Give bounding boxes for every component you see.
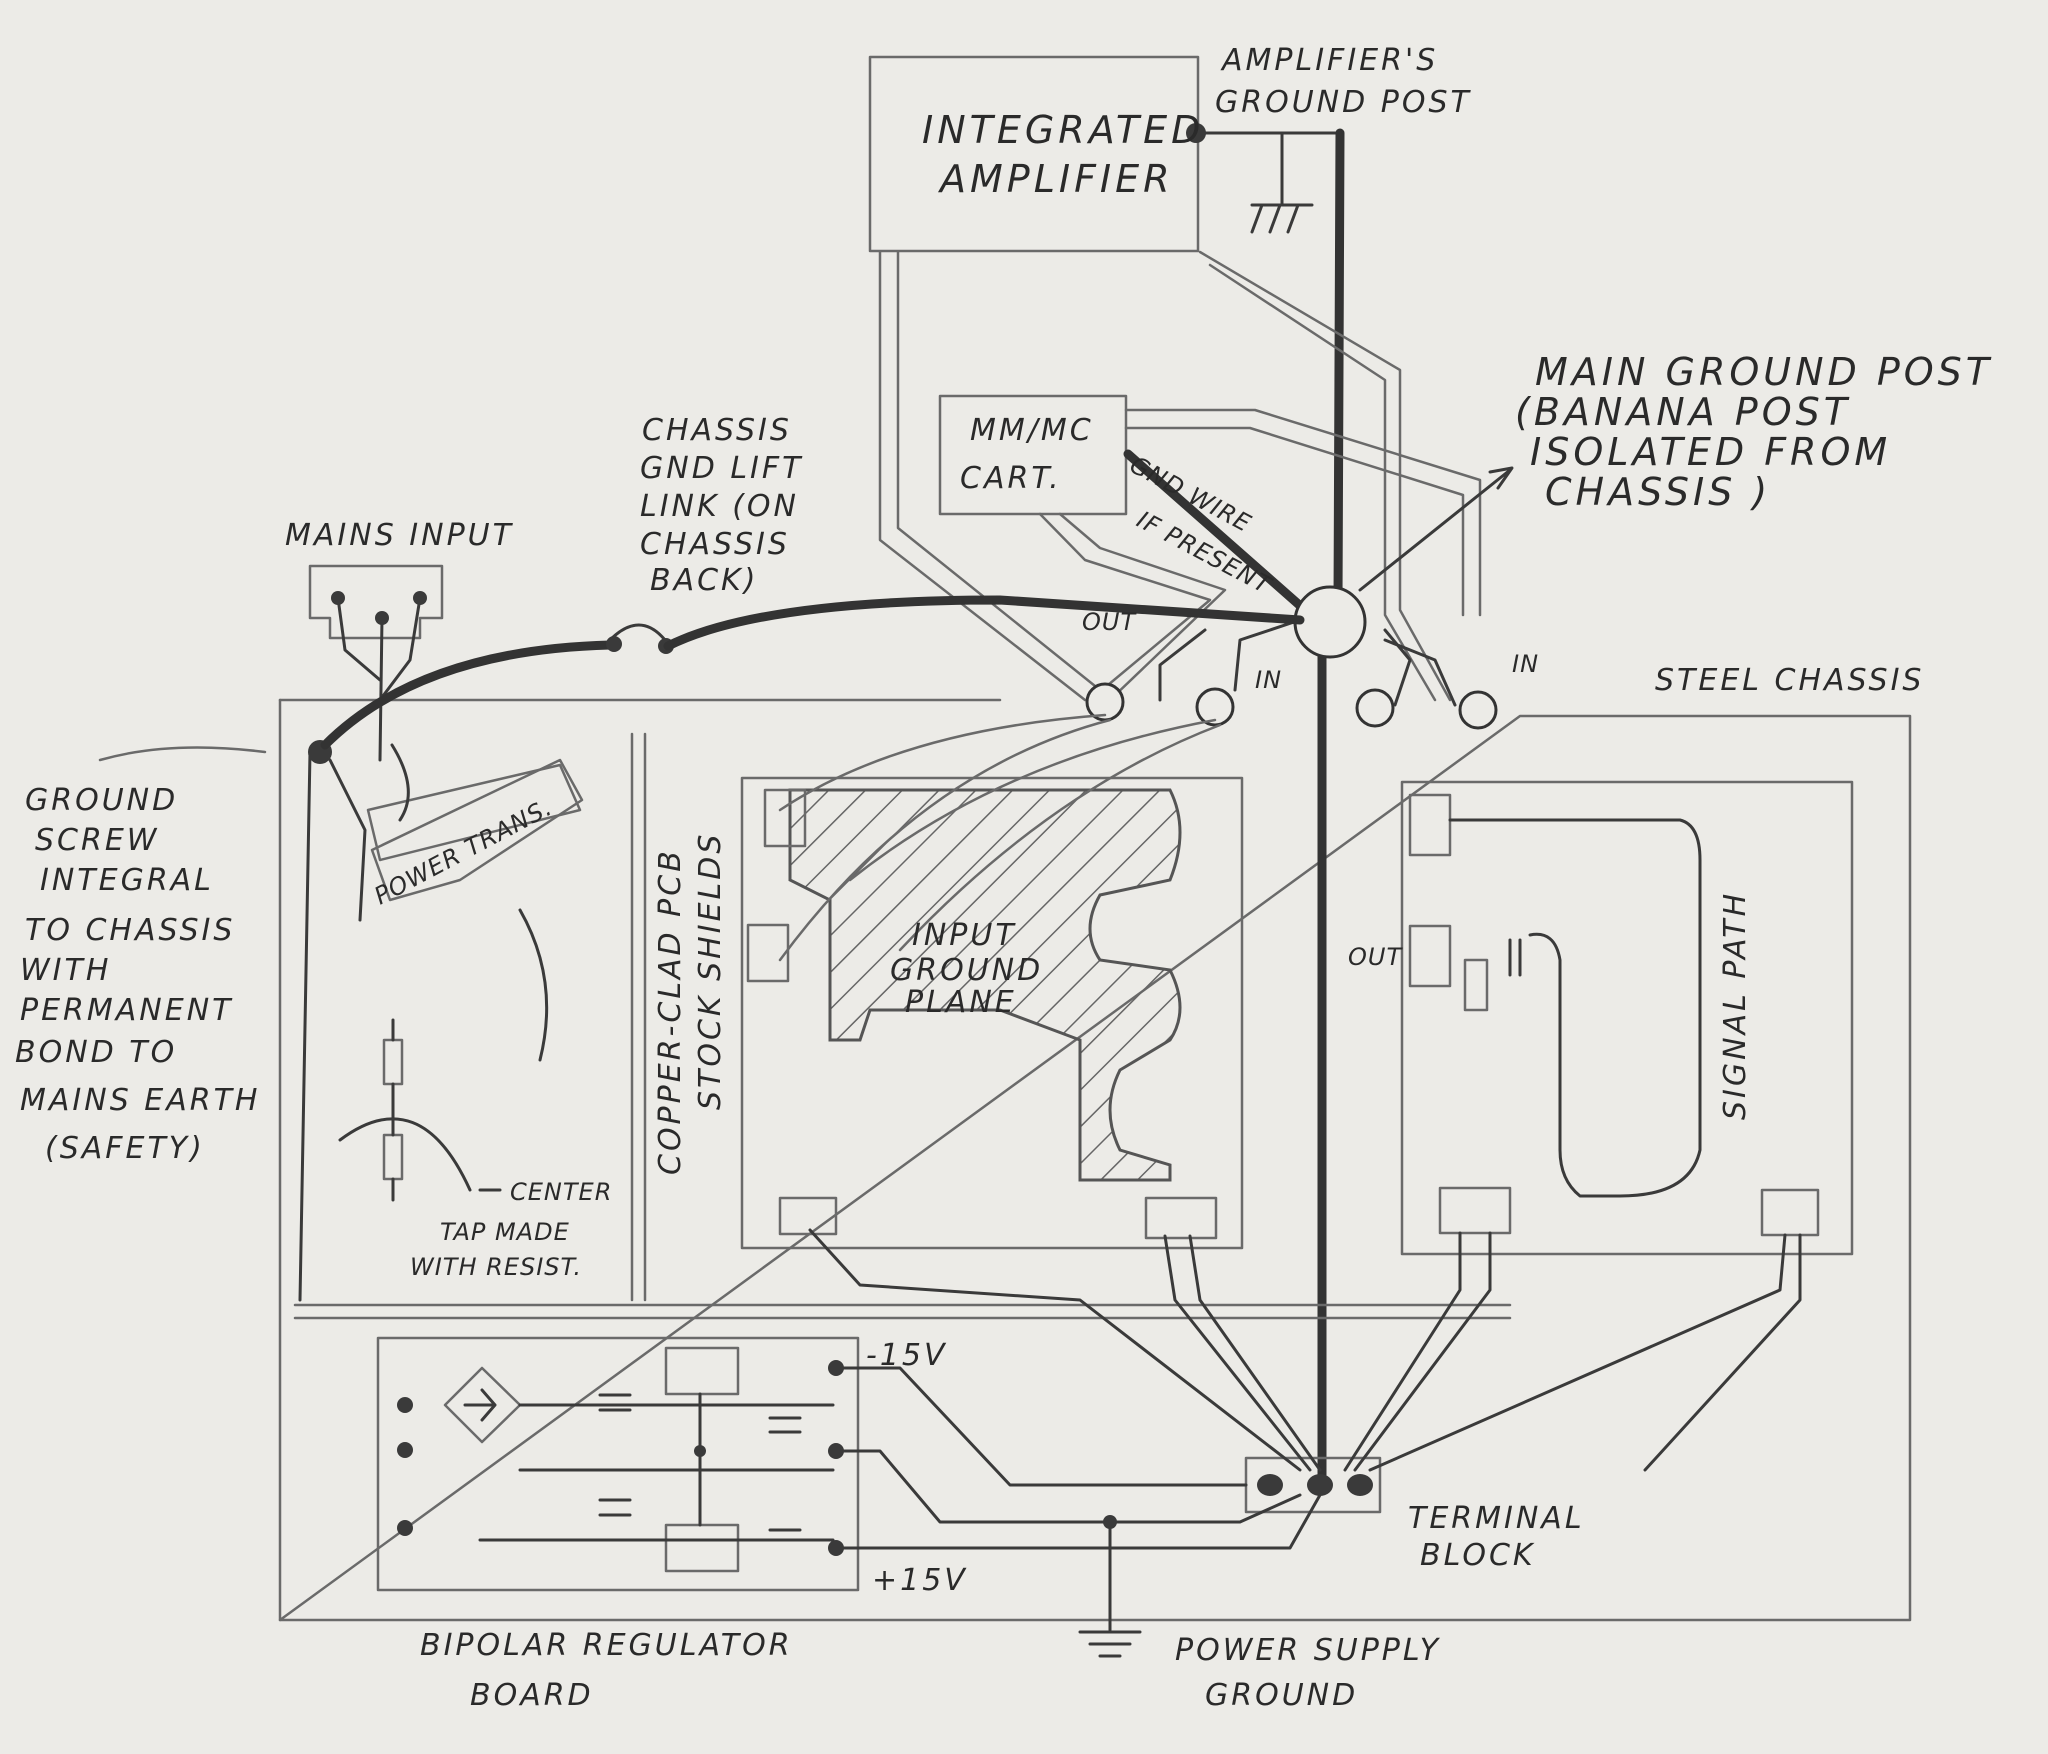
input-plane-label-3: PLANE (905, 985, 1017, 1020)
input-ground-plane (788, 788, 1182, 1182)
amp-ground-wire (1333, 128, 1345, 605)
shields-label-1: COPPER-CLAD PCB (653, 848, 688, 1175)
terminal-block (1244, 1456, 1382, 1514)
lift-label-4: CHASSIS (640, 527, 790, 562)
input-plane-label-2: GROUND (890, 953, 1043, 988)
in-right-jack[interactable] (1458, 690, 1498, 730)
amp-ground-label-2: GROUND POST (1215, 85, 1472, 120)
power-trans-label: POWER TRANS. (370, 793, 557, 910)
lift-label-1: CHASSIS (642, 413, 792, 448)
out-left-label: OUT (1082, 608, 1137, 636)
regulator-label-1: BIPOLAR REGULATOR (420, 1628, 793, 1663)
center-tap (338, 1018, 502, 1202)
signal-path-label: SIGNAL PATH (1718, 891, 1753, 1120)
ground-screw-label-6: PERMANENT (20, 993, 233, 1028)
cart-label-1: MM/MC (970, 413, 1094, 448)
in-right-label: IN (1512, 650, 1539, 678)
out-left-jack[interactable] (1085, 682, 1125, 722)
in-left-jack[interactable] (1195, 687, 1235, 727)
ground-return-wires (808, 1228, 1802, 1658)
main-ground-post[interactable] (1293, 585, 1367, 659)
amp-title-2: AMPLIFIER (937, 157, 1174, 201)
ground-screw-arrow (98, 746, 267, 762)
mains-earth-wire (320, 640, 615, 750)
amp-ground-label-1: AMPLIFIER'S (1220, 43, 1438, 78)
cart-label-2: CART. (960, 461, 1062, 496)
lift-label-5: BACK) (650, 563, 758, 598)
input-board (740, 776, 1244, 1250)
cartridge (938, 394, 1482, 702)
center-tap-label-2: TAP MADE (440, 1218, 570, 1246)
power-transformer (366, 743, 584, 1062)
lift-label-3: LINK (ON (640, 489, 799, 524)
main-ground-arrow (1358, 466, 1514, 592)
regulator-board (376, 1336, 860, 1592)
input-wires (778, 713, 1222, 962)
amp-title-1: INTEGRATED (922, 108, 1204, 152)
lift-link (608, 623, 667, 642)
ground-screw-label-9: (SAFETY) (45, 1131, 205, 1166)
mains-input (308, 564, 444, 762)
steel-chassis-label: STEEL CHASSIS (1655, 663, 1924, 698)
main-ground-label-2: (BANANA POST (1515, 390, 1851, 434)
ground-screw-label-4: TO CHASSIS (25, 913, 235, 948)
ps-ground-label-1: POWER SUPPLY (1175, 1633, 1441, 1668)
rca-jacks (1085, 618, 1498, 730)
center-tap-label-3: WITH RESIST. (410, 1253, 582, 1281)
ps-ground-label-2: GROUND (1205, 1678, 1358, 1713)
center-tap-label-1: CENTER (510, 1178, 612, 1206)
main-ground-label-1: MAIN GROUND POST (1535, 350, 1993, 394)
out-right-label: OUT (1348, 943, 1403, 971)
in-right-inner-jack[interactable] (1355, 688, 1395, 728)
lift-label-2: GND LIFT (640, 451, 803, 486)
integrated-amplifier (868, 55, 1342, 253)
input-plane-label-1: INPUT (912, 918, 1017, 953)
shields-label-2: STOCK SHIELDS (693, 832, 728, 1110)
main-ground-label-3: ISOLATED FROM (1530, 430, 1891, 474)
terminal-label-2: BLOCK (1420, 1538, 1536, 1573)
plus-15-label: +15V (872, 1563, 968, 1598)
mains-input-label: MAINS INPUT (285, 518, 514, 553)
chassis-floor (293, 1303, 1512, 1320)
terminal-label-1: TERMINAL (1408, 1501, 1585, 1536)
minus-15-label: -15V (866, 1338, 948, 1373)
regulator-label-2: BOARD (470, 1678, 594, 1713)
ground-screw-label-1: GROUND (25, 783, 178, 818)
ground-screw-label-2: SCREW (35, 823, 159, 858)
ground-screw-label-5: WITH (20, 953, 111, 988)
in-left-label: IN (1255, 666, 1282, 694)
cart-ground-wire (1123, 449, 1310, 615)
main-ground-label-4: CHASSIS ) (1545, 470, 1771, 514)
pcb-shield (630, 732, 647, 1302)
signal-board (1400, 780, 1854, 1256)
ground-screw-label-8: MAINS EARTH (20, 1083, 260, 1118)
ground-screw-label-3: INTEGRAL (40, 863, 214, 898)
ground-screw-label-7: BOND TO (15, 1035, 177, 1070)
signal-path-loop (1448, 818, 1702, 1198)
lift-to-main-ground (663, 595, 1305, 651)
